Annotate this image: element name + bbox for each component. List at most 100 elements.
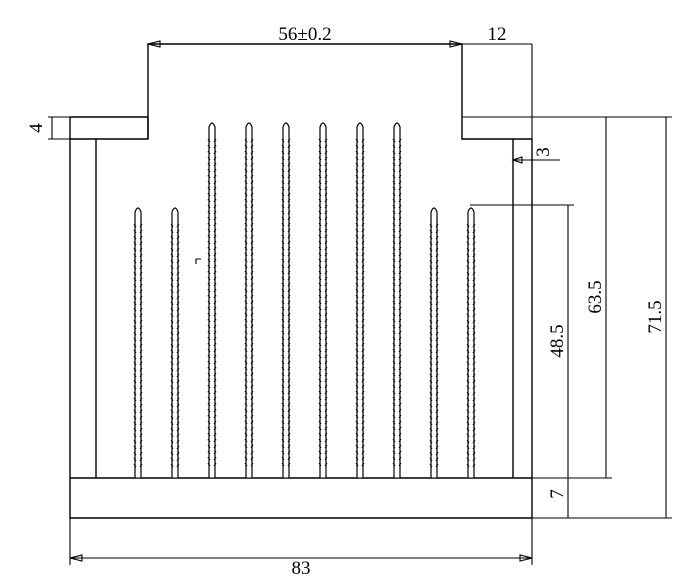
fin-ridge (466, 349, 476, 354)
fin-ridge (207, 396, 217, 401)
fin-ridge (392, 384, 402, 389)
fin-ridge (244, 294, 254, 299)
fin-ridge (355, 330, 365, 335)
fin-ridge (392, 300, 402, 305)
fin-ridge (281, 372, 291, 377)
fin-ridge (244, 162, 254, 167)
fin-ridge (281, 438, 291, 443)
fin-ridge (318, 378, 328, 383)
fin-ridge (281, 234, 291, 239)
fin-ridge (392, 198, 402, 203)
fin-ridge (429, 265, 439, 270)
fin-ridge (429, 325, 439, 330)
fin-ridge (318, 354, 328, 359)
dim-top-slot-arrow-left (147, 40, 161, 48)
fin-ridge (318, 264, 328, 269)
fin-ridge (281, 462, 291, 467)
fin-ridge (429, 337, 439, 342)
fin-ridge (281, 312, 291, 317)
fin-ridge (466, 445, 476, 450)
fin-ridge (244, 204, 254, 209)
fin-ridge (318, 258, 328, 263)
fin-ridge (207, 330, 217, 335)
fin-ridge (392, 324, 402, 329)
fin-ridge (170, 301, 180, 306)
fin-ridge (207, 312, 217, 317)
fin-ridge (170, 319, 180, 324)
fin-ridge (281, 300, 291, 305)
fin-ridge (207, 258, 217, 263)
fin-ridge (429, 451, 439, 456)
fin-ridge (355, 162, 365, 167)
fin-ridge (318, 234, 328, 239)
dim-shoulder-label: 12 (488, 24, 507, 45)
fin-ridge (244, 360, 254, 365)
fins-group (129, 122, 480, 479)
fin-ridge (133, 409, 143, 414)
fin-ridge (244, 222, 254, 227)
fin-ridge (392, 222, 402, 227)
fin-ridge (133, 337, 143, 342)
fin-ridge (281, 402, 291, 407)
fin-ridge (392, 204, 402, 209)
fin-ridge (392, 150, 402, 155)
fin-ridge (170, 289, 180, 294)
fin-ridge (392, 330, 402, 335)
fin-ridge (466, 235, 476, 240)
fin-ridge (207, 438, 217, 443)
fin-ridge (281, 270, 291, 275)
fin-ridge (466, 307, 476, 312)
fin-ridge (466, 337, 476, 342)
fin-ridge (207, 402, 217, 407)
fin-ridge (355, 198, 365, 203)
fin-ridge (207, 372, 217, 377)
fin-ridge (207, 288, 217, 293)
fin-ridge (392, 168, 402, 173)
fin-ridge (355, 186, 365, 191)
fin-ridge (318, 336, 328, 341)
fin-ridge (281, 180, 291, 185)
fin-ridge (355, 144, 365, 149)
fin-ridge (170, 241, 180, 246)
fin-ridge (392, 426, 402, 431)
fin-ridge (281, 420, 291, 425)
fin-ridge (281, 366, 291, 371)
fin-ridge (355, 444, 365, 449)
fin-ridge (281, 396, 291, 401)
fin-ridge (318, 192, 328, 197)
fin-ridge (466, 223, 476, 228)
fin-ridge (318, 246, 328, 251)
fin-ridge (207, 150, 217, 155)
fin-ridge (281, 450, 291, 455)
fin-ridge (281, 432, 291, 437)
fin-ridge (355, 450, 365, 455)
fin-ridge (355, 174, 365, 179)
fin-3 (208, 122, 216, 478)
fin-ridge (466, 343, 476, 348)
fin-ridge (392, 240, 402, 245)
fin-ridge (392, 228, 402, 233)
fin-ridge (133, 265, 143, 270)
fin-ridge (355, 240, 365, 245)
fin-ridge (429, 361, 439, 366)
fin-ridge (281, 258, 291, 263)
fin-ridge (170, 343, 180, 348)
fin-ridge (318, 402, 328, 407)
fin-ridge (244, 438, 254, 443)
fin-ridge (355, 300, 365, 305)
dim-tall-label: 63.5 (585, 280, 606, 313)
fin-ridge (244, 150, 254, 155)
fin-ridge (392, 390, 402, 395)
fin-ridge (318, 414, 328, 419)
fin-ridge (429, 343, 439, 348)
fin-ridge (355, 456, 365, 461)
fin-ridge (170, 367, 180, 372)
fin-ridge (244, 198, 254, 203)
fin-ridge (133, 439, 143, 444)
fin-ridge (244, 462, 254, 467)
fin-ridge (392, 138, 402, 143)
fin-ridge (244, 366, 254, 371)
fin-ridge (355, 234, 365, 239)
fin-ridge (133, 313, 143, 318)
fin-ridge (170, 463, 180, 468)
